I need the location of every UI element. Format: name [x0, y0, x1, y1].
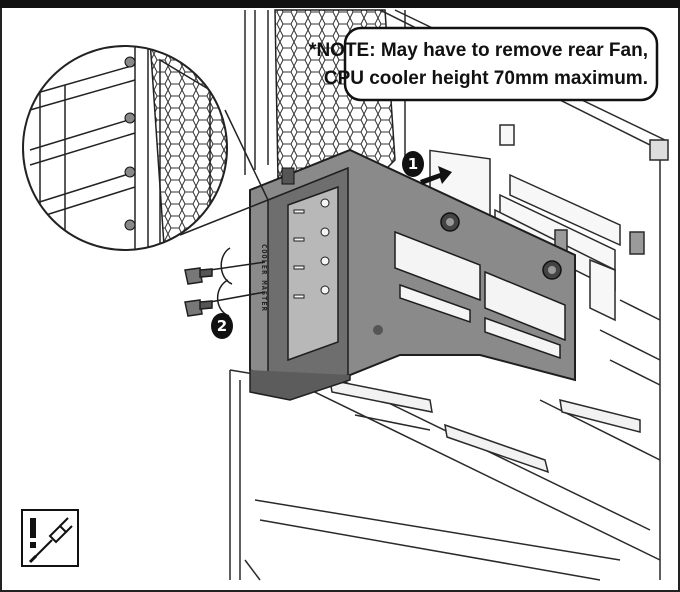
bracket-brand-text: COOLER MASTER [260, 244, 268, 312]
step-2-badge: 2 [211, 313, 233, 339]
note-line-1: *NOTE: May have to remove rear Fan, [309, 40, 648, 61]
tool-warning-icon [21, 509, 79, 567]
step-1-arrow [420, 166, 452, 185]
vertical-gpu-bracket: COOLER MASTER [249, 148, 576, 401]
note-box: *NOTE: May have to remove rear Fan, CPU … [309, 26, 659, 102]
fastening-screws [184, 247, 266, 317]
magnified-detail [22, 45, 269, 251]
floor-rails [329, 379, 641, 474]
top-bar [0, 0, 680, 8]
step-2-label: 2 [217, 317, 227, 335]
step-1-label: 1 [408, 155, 418, 173]
step-1-badge: 1 [402, 151, 424, 177]
note-line-2: CPU cooler height 70mm maximum. [324, 68, 648, 89]
slot-screws [293, 198, 330, 299]
exclamation-icon [30, 518, 36, 548]
screwdriver-icon [28, 517, 73, 564]
bracket-thumbscrews [281, 167, 562, 335]
